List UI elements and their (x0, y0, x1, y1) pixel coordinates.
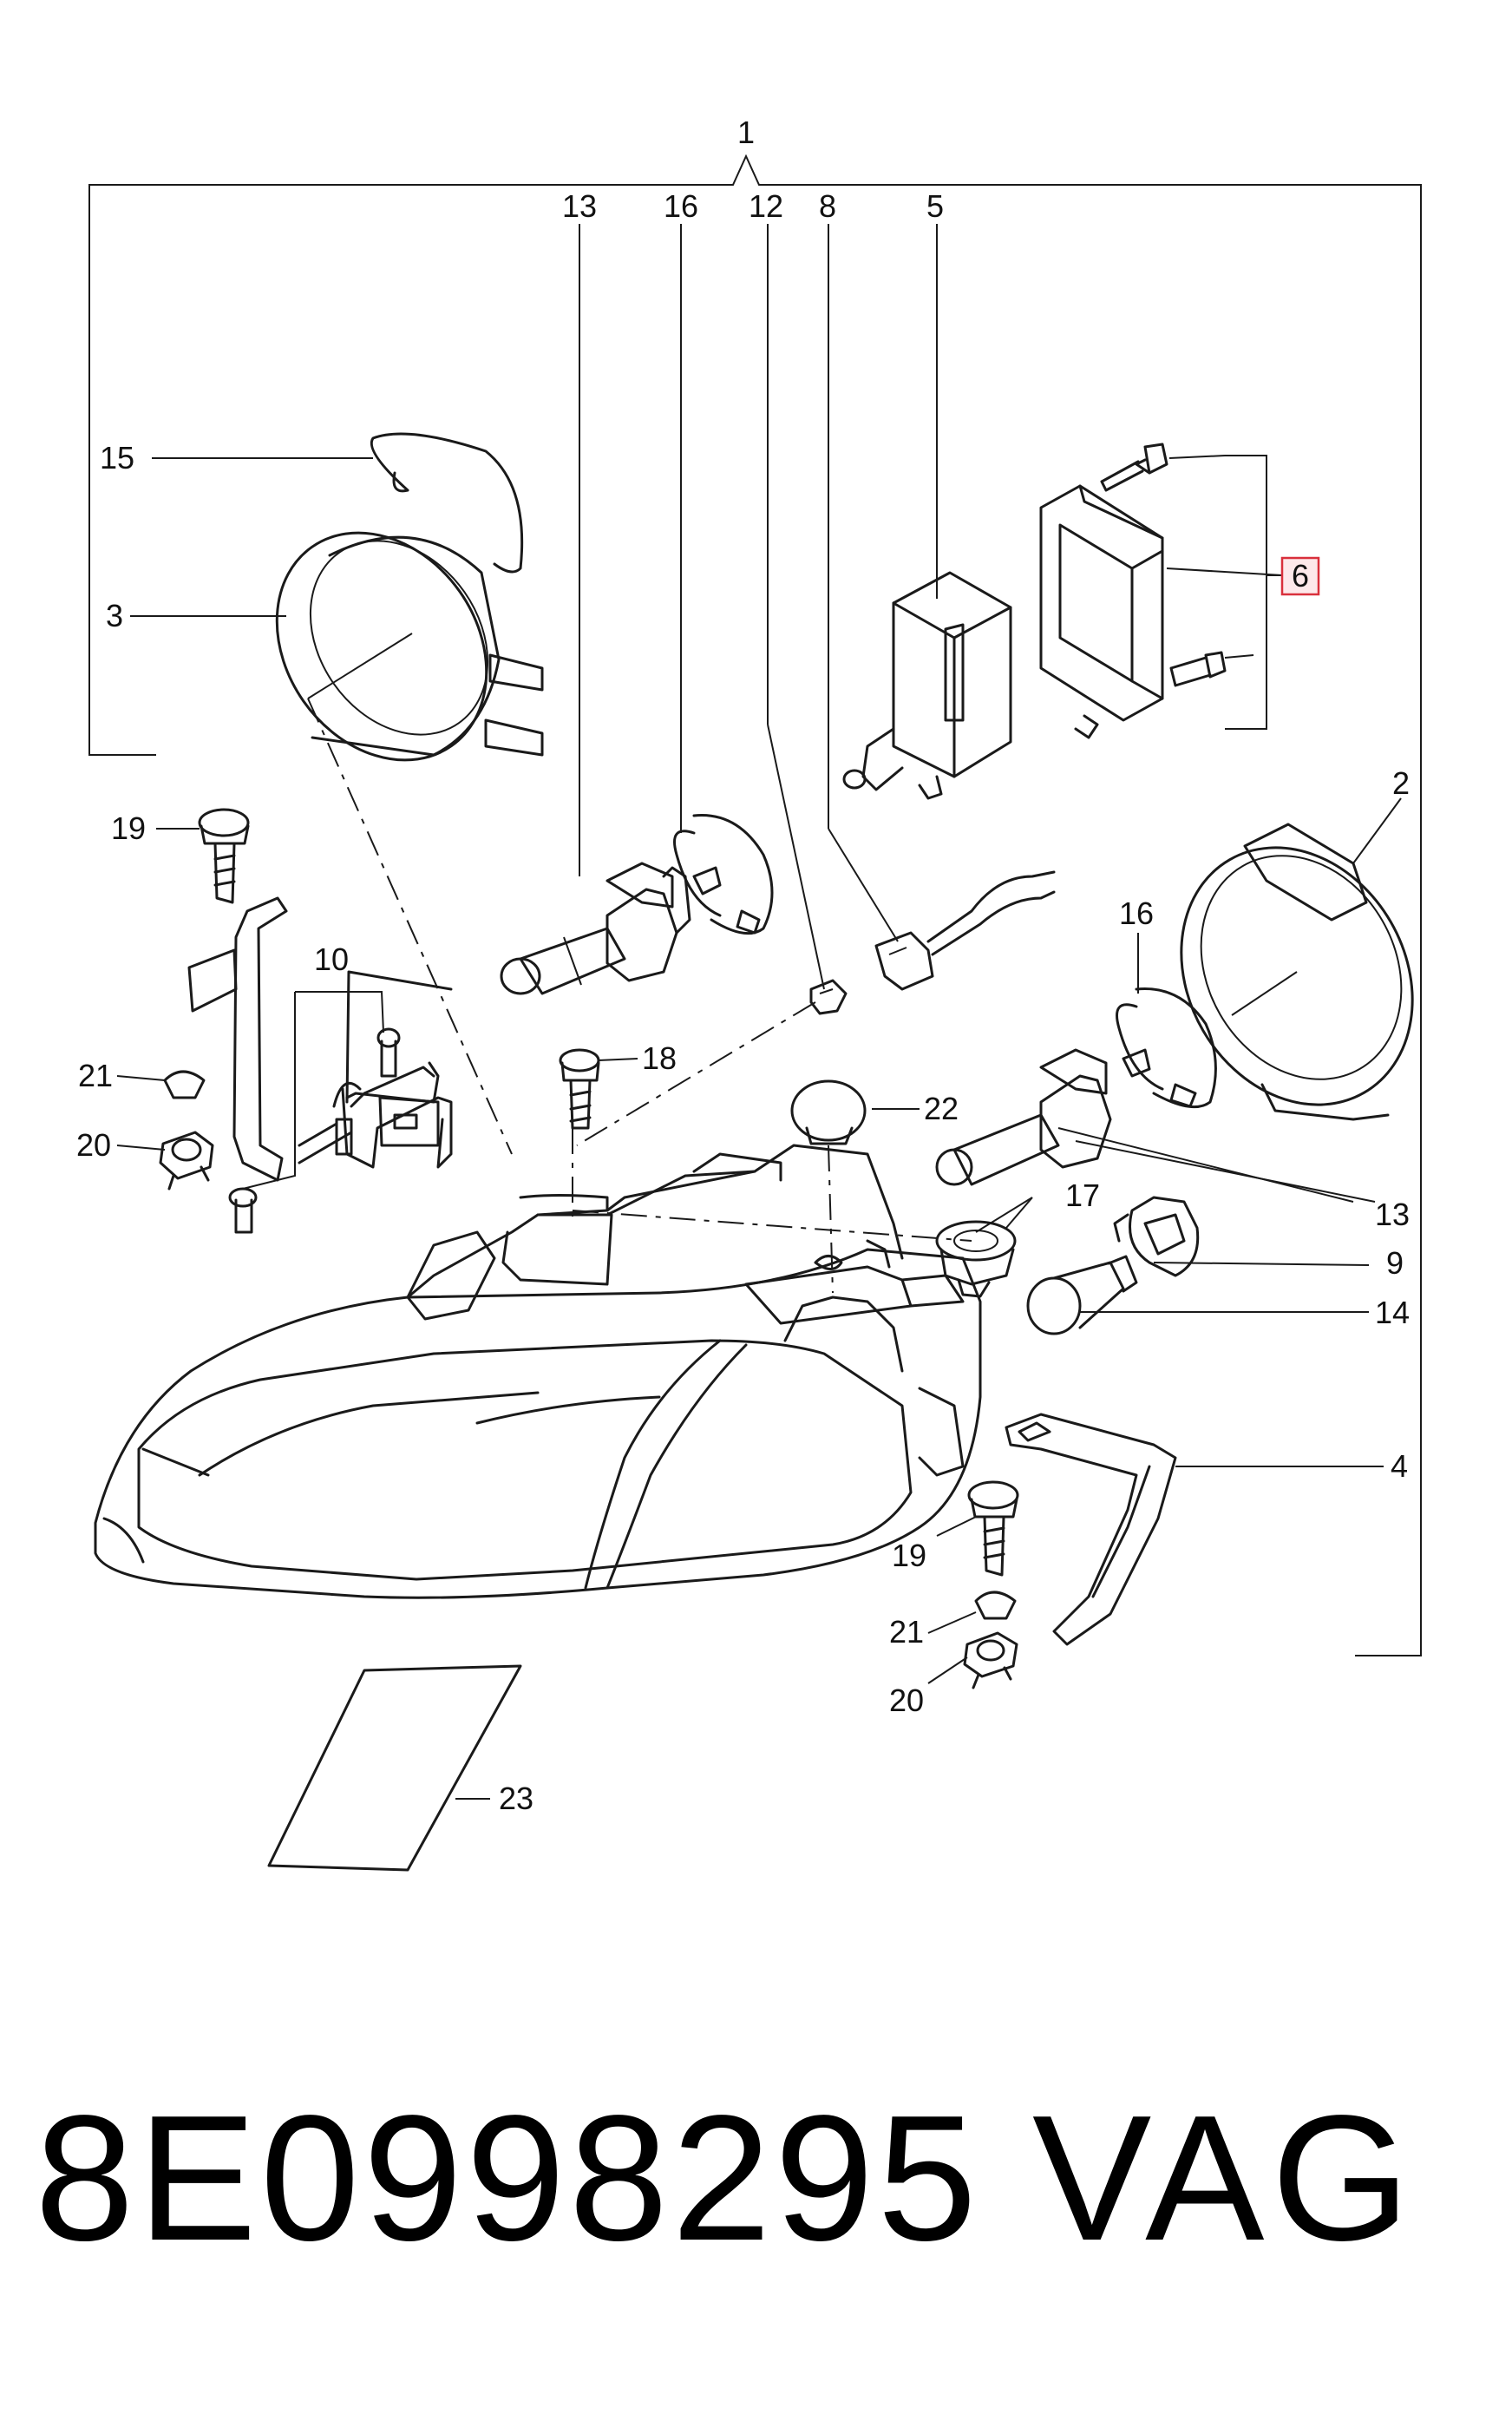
connector-grommet (935, 1220, 1017, 1298)
brand-name: VAG (1032, 2078, 1417, 2278)
callout-13-top: 13 (562, 188, 597, 224)
callout-6-highlight (1280, 556, 1320, 596)
rubber-plug (790, 1079, 867, 1145)
label-sheet (267, 1664, 522, 1872)
bulb-socket (1113, 1196, 1200, 1277)
headlight-cap-right (1180, 823, 1414, 1121)
callout-5: 5 (926, 188, 944, 224)
callout-16-right: 16 (1119, 895, 1154, 931)
callout-12: 12 (749, 188, 783, 224)
callout-10: 10 (314, 941, 349, 977)
wiring-plug (874, 870, 1056, 991)
control-unit (1039, 484, 1164, 739)
callout-18: 18 (642, 1040, 677, 1076)
trim-strip (1005, 1413, 1177, 1646)
callout-9: 9 (1386, 1245, 1404, 1281)
footer: 8E0998295 VAG (0, 2074, 1512, 2282)
bulb-clip-right (1116, 987, 1217, 1109)
callout-14: 14 (1375, 1295, 1410, 1330)
callout-20-left: 20 (76, 1127, 111, 1163)
callout-labels: 1 13 16 12 8 5 15 3 6 2 19 10 16 21 18 2… (76, 115, 1410, 1816)
callout-22: 22 (924, 1091, 959, 1126)
callout-16-top: 16 (664, 188, 698, 224)
callout-20-right: 20 (889, 1683, 924, 1718)
screw-19-right (967, 1480, 1019, 1577)
bracket-6 (1225, 455, 1282, 730)
part-number: 8E0998295 (35, 2078, 980, 2278)
screw-18 (559, 1048, 600, 1130)
clip-21-left (163, 1070, 206, 1099)
bulb-h7-top (500, 862, 691, 995)
assembly-bracket (88, 154, 1422, 1656)
bolt-bottom (1169, 651, 1254, 687)
callout-19-right: 19 (892, 1538, 926, 1573)
assembly-centerlines (307, 698, 972, 1294)
callout-4: 4 (1391, 1448, 1408, 1484)
bulb-h7-right (935, 1048, 1112, 1186)
retaining-wire (370, 432, 524, 574)
nut-20-right (963, 1631, 1018, 1689)
callout-23: 23 (499, 1781, 533, 1816)
callout-15: 15 (100, 440, 134, 476)
callout-21-right: 21 (889, 1614, 924, 1650)
headlight-cap (275, 531, 544, 762)
bulb-small-round (1026, 1255, 1138, 1335)
leader-lines (116, 224, 1402, 1800)
callout-19-left: 19 (111, 810, 146, 846)
callout-17: 17 (1065, 1177, 1100, 1213)
headlight-housing (94, 1144, 982, 1599)
callout-21-left: 21 (78, 1058, 113, 1093)
callout-2: 2 (1392, 765, 1410, 801)
callout-3: 3 (106, 598, 123, 633)
bolt-top (1100, 443, 1226, 492)
callout-8: 8 (819, 188, 836, 224)
callout-13-right: 13 (1375, 1197, 1410, 1232)
leveling-motor (842, 571, 1012, 800)
callout-1: 1 (737, 115, 755, 150)
mounting-bracket (187, 896, 453, 1234)
screw-19-left (198, 808, 250, 904)
nut-20-left (159, 1131, 214, 1191)
callout-6: 6 (1292, 558, 1309, 594)
small-bulb (809, 979, 848, 1015)
clip-21-right (974, 1591, 1017, 1620)
